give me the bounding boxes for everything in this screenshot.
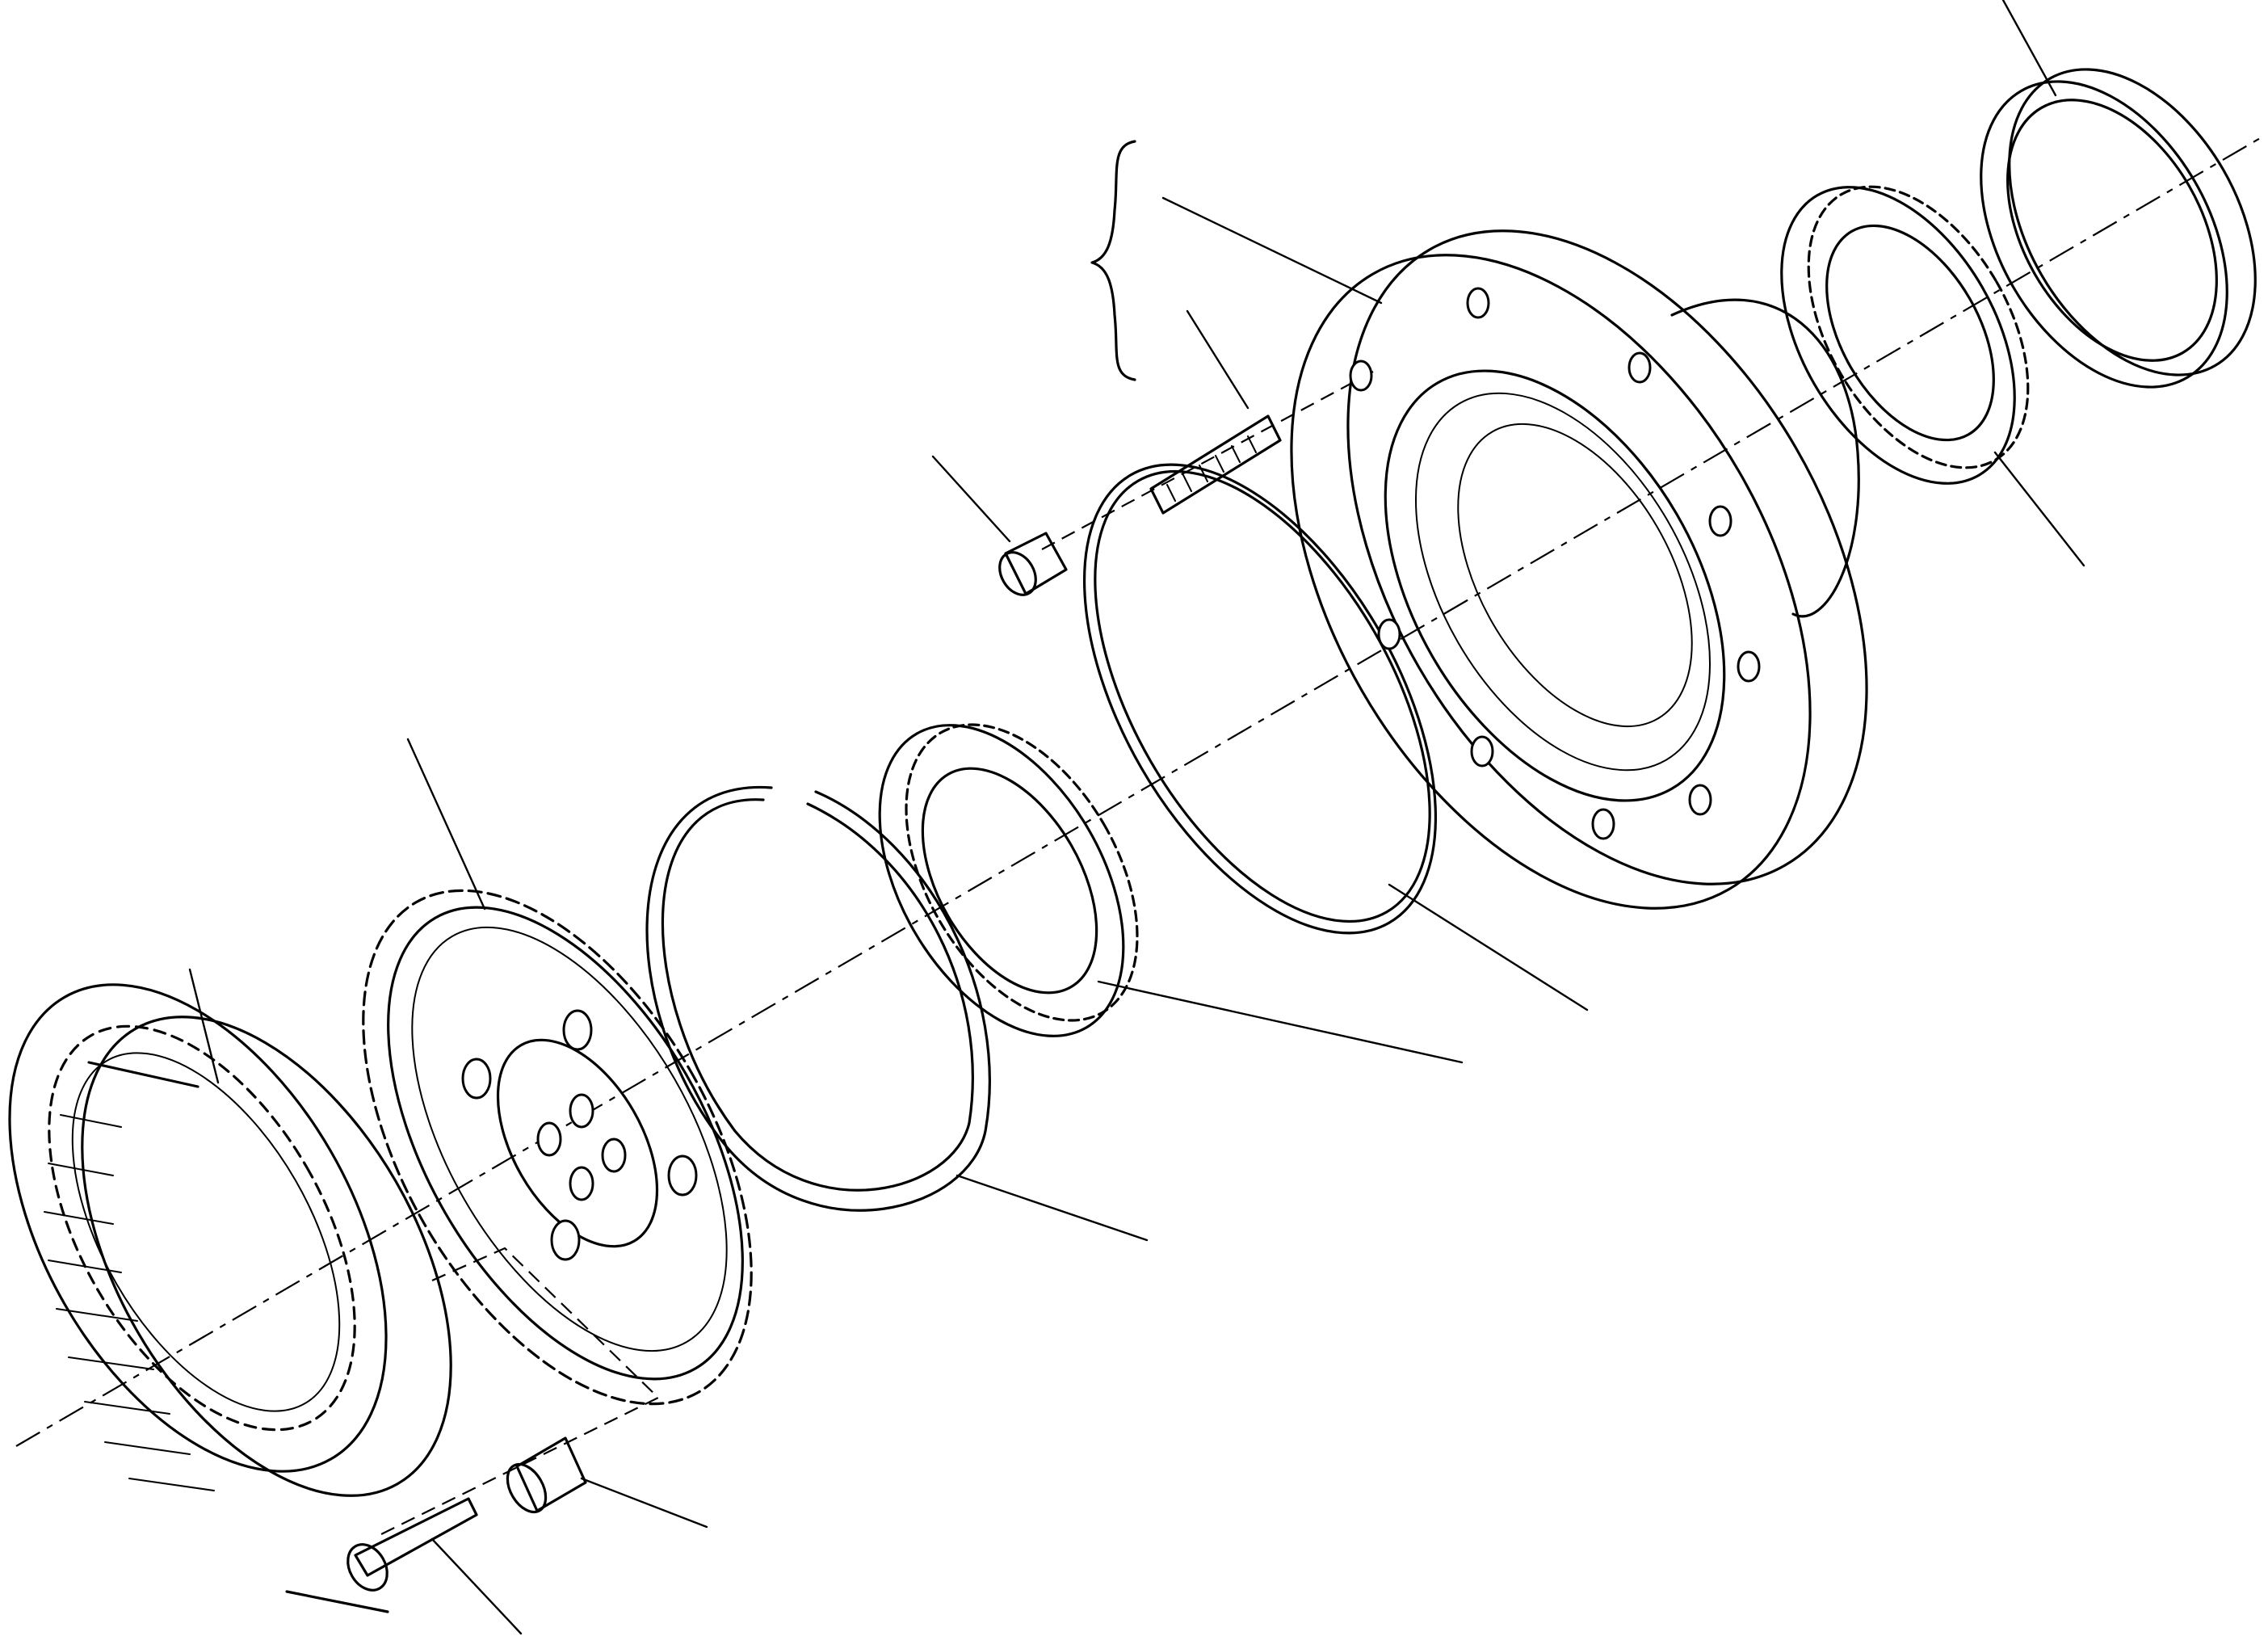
leader-carrier [406, 738, 486, 911]
leader-inner-bearing [1097, 980, 1464, 1064]
snap-ring [645, 785, 991, 1212]
leader-o-ring [1388, 883, 1589, 1011]
fastener-axis [1041, 371, 1374, 550]
leader-capscrew [430, 1537, 523, 1635]
wheel-hub [1290, 229, 1868, 910]
outer-bearing [1780, 185, 2030, 485]
inner-bearing [878, 723, 1139, 1037]
assembly-brace [1090, 140, 1136, 381]
fastener-projection [379, 1247, 660, 1536]
leader-snap-ring [956, 1174, 1149, 1242]
leader-hub [1161, 196, 1383, 305]
o-ring [1082, 463, 1438, 935]
leader-bushing [580, 1477, 708, 1529]
leader-stud [1186, 309, 1250, 410]
leader-outer-bearing [1993, 451, 2085, 567]
wheel-stud [1149, 414, 1282, 515]
capscrew [346, 1497, 478, 1592]
ring-gear [8, 983, 452, 1613]
leader-lines [188, 0, 2085, 1635]
lug-nut [998, 532, 1068, 596]
leader-oil-seal [2001, 0, 2057, 97]
planet-carrier-disc [362, 889, 753, 1406]
spacer-bushing [506, 1436, 587, 1514]
leader-ring-gear [188, 968, 220, 1084]
oil-seal [1980, 68, 2257, 389]
leader-lug-nut [931, 455, 1011, 543]
center-axis [15, 137, 2262, 1447]
